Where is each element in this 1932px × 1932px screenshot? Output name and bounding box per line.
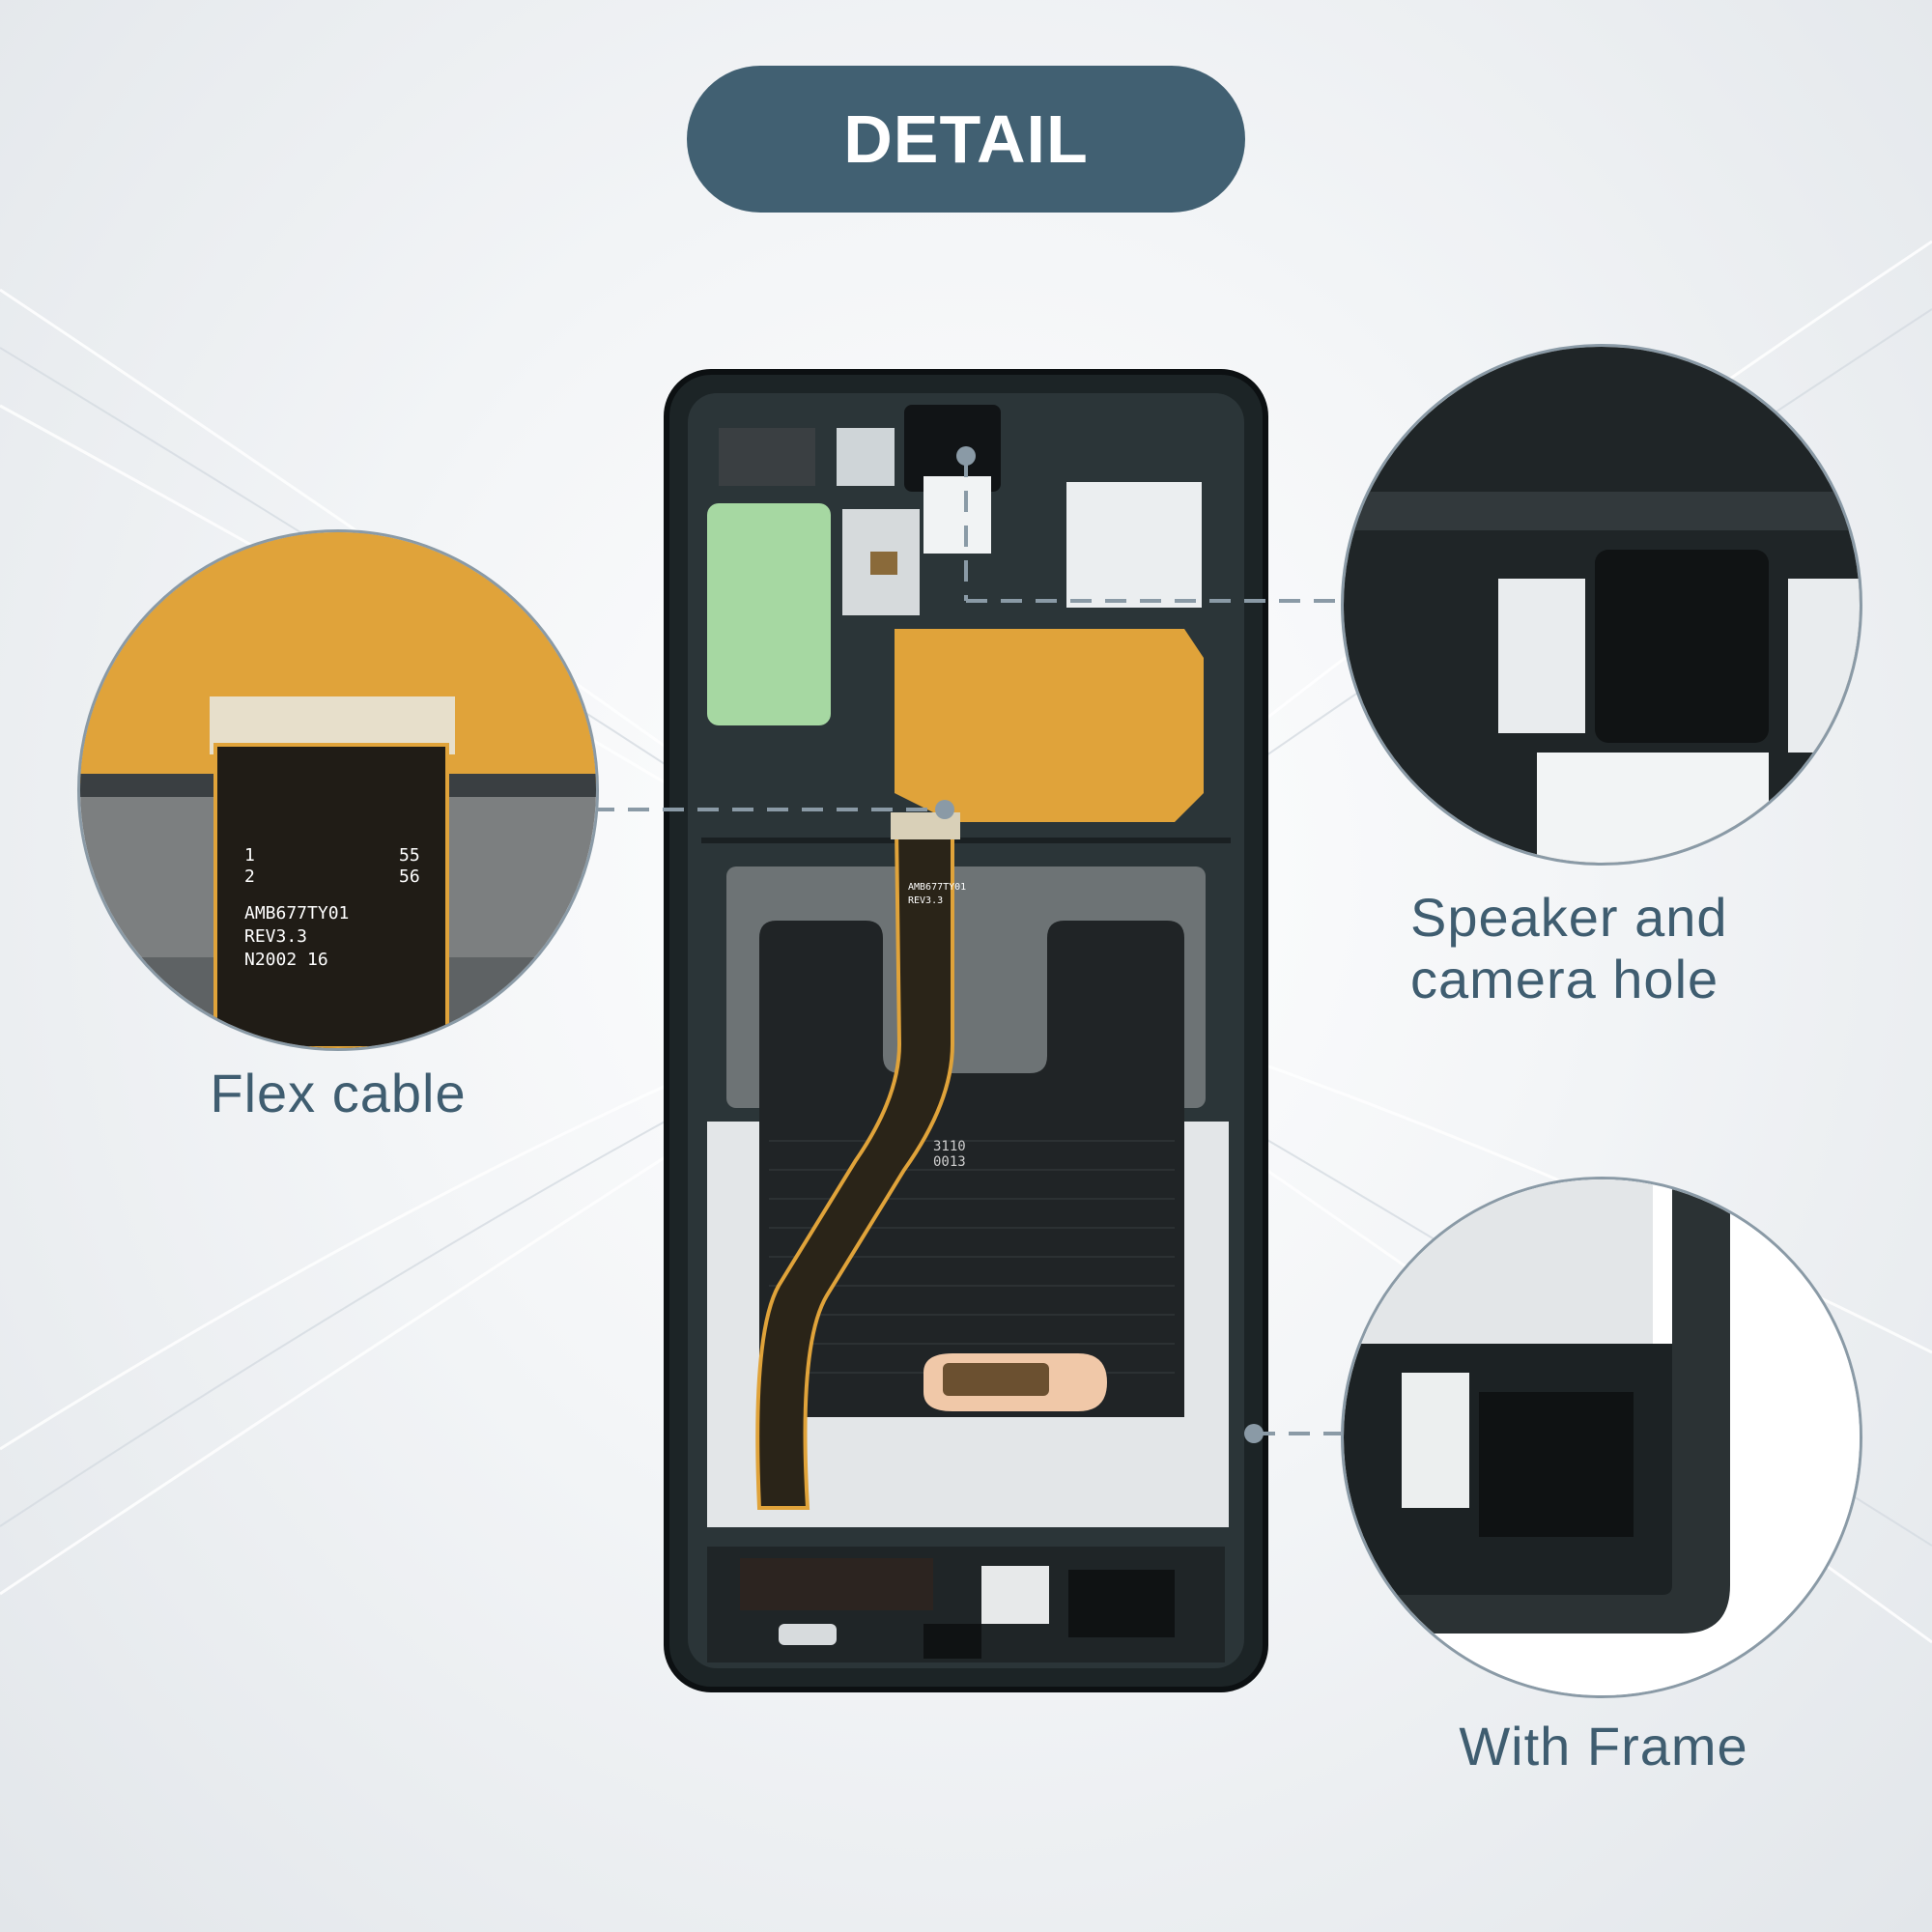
svg-text:1: 1 bbox=[244, 845, 255, 866]
svg-text:55: 55 bbox=[399, 845, 420, 866]
flex-cable-callout: AMB677TY01 REV3.3 N2002 16 1 2 55 56 bbox=[77, 529, 599, 1051]
front-camera-module bbox=[923, 476, 991, 554]
frame-label: With Frame bbox=[1459, 1716, 1748, 1776]
svg-text:AMB677TY01: AMB677TY01 bbox=[244, 903, 349, 923]
svg-text:2: 2 bbox=[244, 867, 255, 887]
detail-badge-text: DETAIL bbox=[843, 101, 1089, 177]
green-shield bbox=[707, 503, 831, 725]
flex-model-text: AMB677TY01 bbox=[908, 882, 966, 893]
speaker-camera-callout bbox=[1341, 344, 1862, 866]
speaker-camera-label: Speaker and camera hole bbox=[1410, 887, 1797, 1011]
center-code-1: 3110 bbox=[933, 1139, 966, 1154]
flex-cable bbox=[755, 826, 954, 1510]
flex-rev-text: REV3.3 bbox=[908, 895, 943, 906]
center-code-2: 0013 bbox=[933, 1154, 966, 1170]
speaker-camera-label-line1: Speaker and bbox=[1410, 887, 1728, 948]
svg-text:56: 56 bbox=[399, 867, 420, 887]
svg-text:REV3.3: REV3.3 bbox=[244, 926, 307, 947]
speaker-camera-label-line2: camera hole bbox=[1410, 949, 1719, 1010]
speaker-camera-closeup-icon bbox=[1344, 347, 1860, 863]
detail-badge: DETAIL bbox=[687, 66, 1245, 213]
copper-shield bbox=[895, 629, 1204, 822]
flex-cable-closeup-icon: AMB677TY01 REV3.3 N2002 16 1 2 55 56 bbox=[80, 532, 596, 1048]
svg-text:N2002 16: N2002 16 bbox=[244, 950, 328, 970]
flex-cable-label: Flex cable bbox=[210, 1063, 467, 1123]
frame-callout bbox=[1341, 1177, 1862, 1698]
frame-closeup-icon bbox=[1344, 1179, 1860, 1695]
phone-screen-assembly: AMB677TY01 REV3.3 3110 0013 bbox=[664, 369, 1268, 1692]
